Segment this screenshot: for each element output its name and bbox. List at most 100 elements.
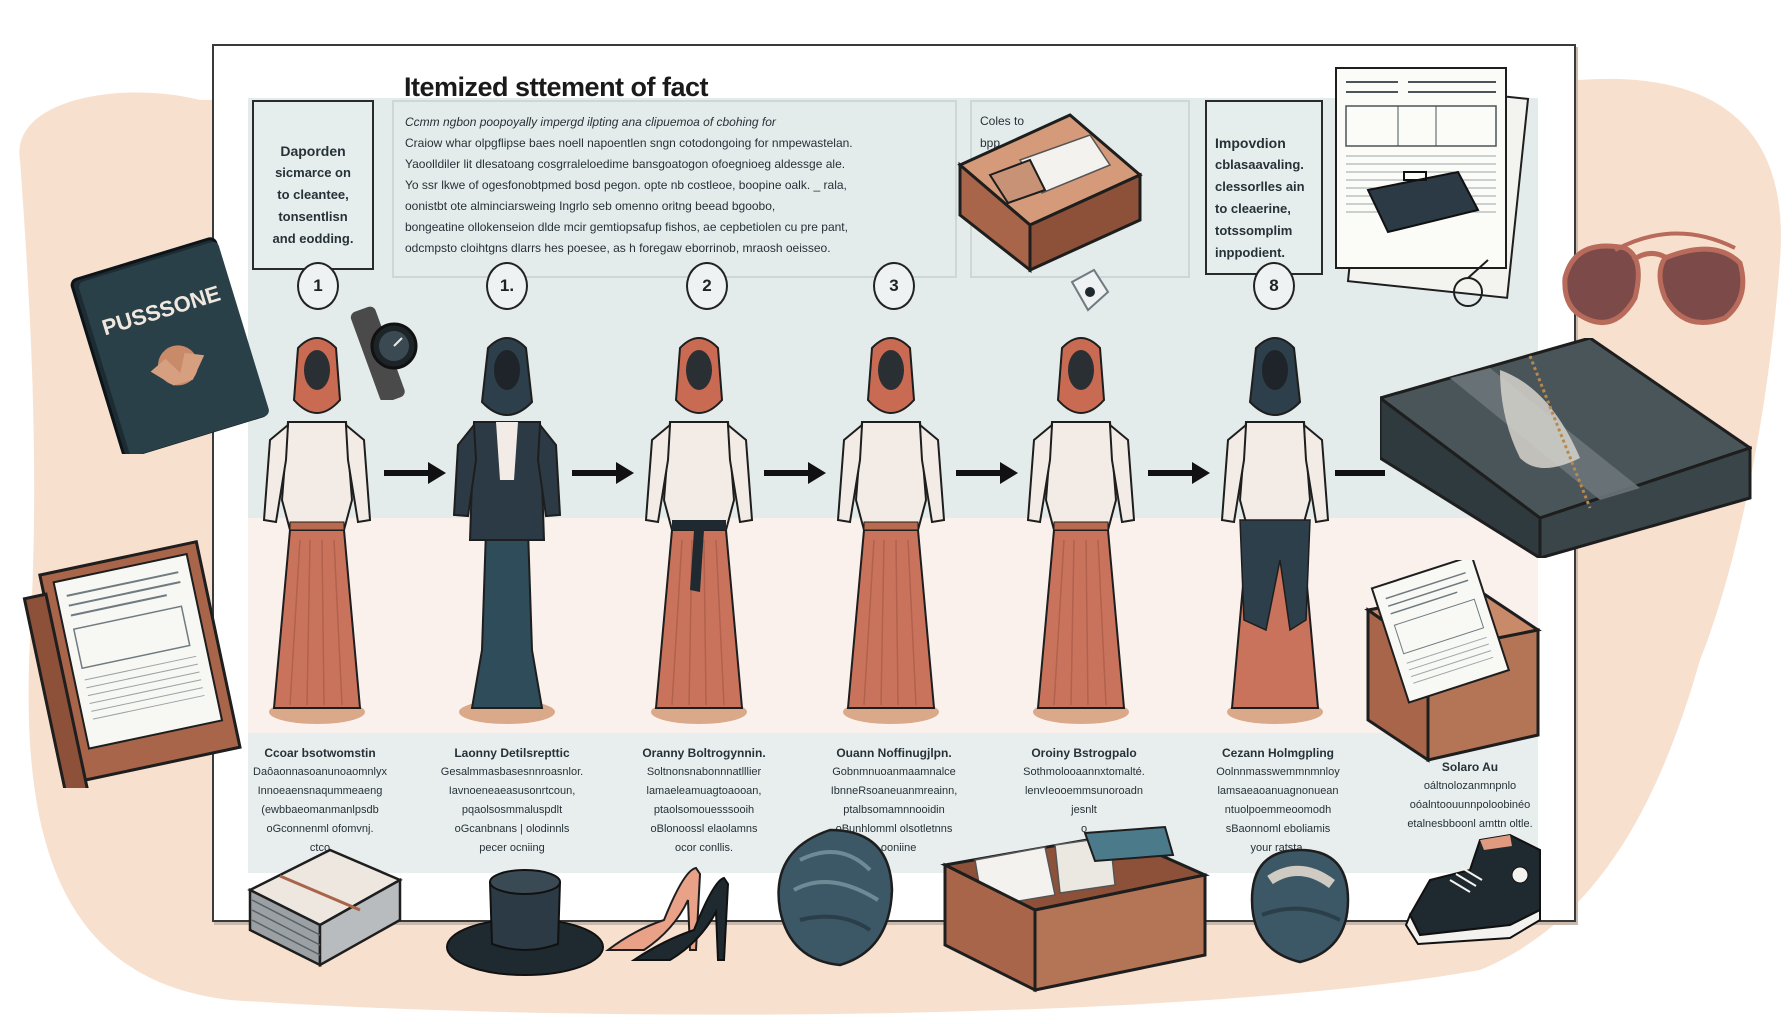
sneakers-icon xyxy=(1404,833,1541,945)
outfit-figure-2 xyxy=(452,337,562,724)
caption-3: Oranny Boltrogynnin. Soltnonsnabonnnatll… xyxy=(620,744,788,858)
caption-line: lamaeleamuagtoaooan, xyxy=(646,785,762,797)
caption-line: Gobnmnuoanmaamnalce xyxy=(832,766,956,778)
description-line: Yaoolldiler lit dlesatoang cosgrraleloed… xyxy=(405,157,846,171)
caption-line: oGcanbnans | olodinnls xyxy=(454,823,570,835)
gift-box-icon xyxy=(1380,338,1752,558)
coles-line: bpp xyxy=(980,136,1001,150)
right-info-line: cblasaavaling. xyxy=(1215,157,1304,172)
outfit-figure-6 xyxy=(1220,337,1330,724)
caption-line: Iavnoeneaeasusonrtcoun, xyxy=(448,785,576,797)
right-info-heading: Impovdion xyxy=(1215,135,1286,151)
caption-line: oBunhlomml olsotletnns xyxy=(835,823,953,835)
caption-line: Oolnnmasswemmnmnloy xyxy=(1216,766,1340,778)
caption-line: sBaonnoml eboliamis xyxy=(1225,823,1331,835)
arrow-right-icon xyxy=(384,462,446,484)
step-badge-5: 8 xyxy=(1253,262,1295,310)
caption-line: lenvIeooemmsunoroadn xyxy=(1024,785,1144,797)
arrow-line-icon xyxy=(1335,470,1385,476)
right-info-line: inppodient. xyxy=(1215,245,1286,260)
hat-icon xyxy=(446,869,604,976)
arrow-right-icon xyxy=(572,462,634,484)
document-title: Itemized sttement of fact xyxy=(404,72,709,102)
intro-line: tonsentlisn xyxy=(278,209,348,224)
caption-line: Gesalmmasbasesnnroasnlor. xyxy=(440,766,584,778)
caption-line: (ewbbaeomanmanlpsdb xyxy=(261,804,379,816)
intro-line: to cleantee, xyxy=(277,187,349,202)
open-box-icon xyxy=(940,825,1210,993)
right-info-box: Impovdion cblasaavaling. clessorlles ain… xyxy=(1205,100,1323,275)
coles-text: Coles to bpp xyxy=(980,110,1024,154)
document-box-icon xyxy=(22,540,242,788)
caption-heading: Laonny Detilsrepttic xyxy=(454,746,570,760)
caption-line: jesnlt xyxy=(1071,804,1097,816)
caption-line: lamsaeaoanuagnonuean xyxy=(1217,785,1339,797)
caption-line: oBlonoossl elaolamns xyxy=(650,823,758,835)
passport-icon: PUSSSONE xyxy=(70,237,269,454)
caption-line: ptalbsomamnnooidin xyxy=(843,804,945,816)
caption-line: oóalntoouunnpoloobinéo xyxy=(1409,799,1531,811)
caption-line: Daôaonnasoanunoaomnlyx xyxy=(253,766,387,778)
caption-line: _ ooniine xyxy=(871,842,917,854)
arrow-right-icon xyxy=(1148,462,1210,484)
outfit-figure-5 xyxy=(1026,337,1136,724)
step-badge-3: 2 xyxy=(686,262,728,310)
caption-heading: Cezann Holmgpling xyxy=(1222,746,1334,760)
caption-2: Laonny Detilsrepttic Gesalmmasbasesnnroa… xyxy=(428,744,596,858)
coles-line: Coles to xyxy=(980,114,1025,128)
caption-5: Oroiny Bstrogpalo Sothmolooaannxtomalté.… xyxy=(1000,744,1168,839)
step-badge-2: 1. xyxy=(486,262,528,310)
caption-line: Innoeaensnaqummeaeng xyxy=(257,785,383,797)
intro-heading: Daporden xyxy=(280,143,346,159)
right-info-line: to cleaerine, xyxy=(1215,201,1291,216)
description-box xyxy=(392,100,957,278)
caption-line: ptaolsomouesssooih xyxy=(653,804,755,816)
caption-line: ocor conllis. xyxy=(674,842,734,854)
caption-line: pecer ocniing xyxy=(479,842,545,854)
caption-heading: Oranny Boltrogynnin. xyxy=(642,746,766,760)
scarf-bundle-icon xyxy=(777,828,894,967)
caption-line: Soltnonsnabonnnatlllier xyxy=(646,766,762,778)
sunglasses-icon xyxy=(1562,231,1746,325)
outfit-figure-4 xyxy=(836,337,946,724)
intro-box: Daporden sicmarce on to cleantee, tonsen… xyxy=(252,100,374,270)
caption-heading: Solaro Au xyxy=(1441,760,1499,774)
caption-6: Cezann Holmgpling Oolnnmasswemmnmnloy la… xyxy=(1194,744,1362,858)
caption-line: o xyxy=(1080,823,1088,835)
caption-line: IbnneRsoaneuanmreainn, xyxy=(830,785,958,797)
description-line: bongeatine ollokenseion dlde mcir gemtio… xyxy=(405,220,848,234)
outfit-figure-1 xyxy=(262,337,372,724)
description-line: Craiow whar olpgflipse baes noell napoen… xyxy=(405,136,853,150)
caption-line: oGconnenml ofomvnj. xyxy=(266,823,374,835)
intro-line: and eodding. xyxy=(272,231,354,246)
step-badge-1: 1 xyxy=(297,262,339,310)
description-line: Ccmm ngbon poopoyally impergd ilpting an… xyxy=(405,115,776,129)
arrow-right-icon xyxy=(764,462,826,484)
parcel-box-icon xyxy=(1364,560,1542,763)
panel-captions xyxy=(248,733,1538,873)
description-text: Ccmm ngbon poopoyally impergd ilpting an… xyxy=(405,112,953,259)
caption-line: Sothmolooaannxtomalté. xyxy=(1023,766,1145,778)
parcel-box-icon xyxy=(957,113,1143,274)
caption-heading: Ccoar bsotwomstin xyxy=(264,746,376,760)
caption-line: oáltnolozanmnpnlo xyxy=(1423,780,1517,792)
caption-line: ntuolpoemmeoomodh xyxy=(1224,804,1332,816)
description-line: Yo ssr lkwe of ogesfonobtpmed bosd pegon… xyxy=(405,178,847,192)
caption-line: etalnesbboonl amttn oltle. xyxy=(1407,818,1533,830)
caption-line: ctco xyxy=(309,842,331,854)
caption-1: Ccoar bsotwomstin Daôaonnasoanunoaomnlyx… xyxy=(236,744,404,858)
scarf-roll-icon xyxy=(1250,848,1350,964)
outfit-figure-3 xyxy=(644,337,754,724)
caption-heading: Oroiny Bstrogpalo xyxy=(1031,746,1137,760)
step-badge-4: 3 xyxy=(873,262,915,310)
high-heels-icon xyxy=(605,866,730,961)
folded-linens-icon xyxy=(247,848,403,968)
document-stack-icon xyxy=(1335,67,1530,307)
caption-4: Ouann Noffinugjlpn. Gobnmnuoanmaamnalce … xyxy=(810,744,978,858)
arrow-right-icon xyxy=(956,462,1018,484)
caption-heading: Ouann Noffinugjlpn. xyxy=(836,746,952,760)
right-info-line: totssomplim xyxy=(1215,223,1293,238)
description-line: oonistbt ote alminciarsweing Ingrlo seb … xyxy=(405,199,776,213)
description-line: odcmpsto cloihtgns dlarrs hes poesee, as… xyxy=(405,241,831,255)
intro-line: sicmarce on xyxy=(275,165,351,180)
